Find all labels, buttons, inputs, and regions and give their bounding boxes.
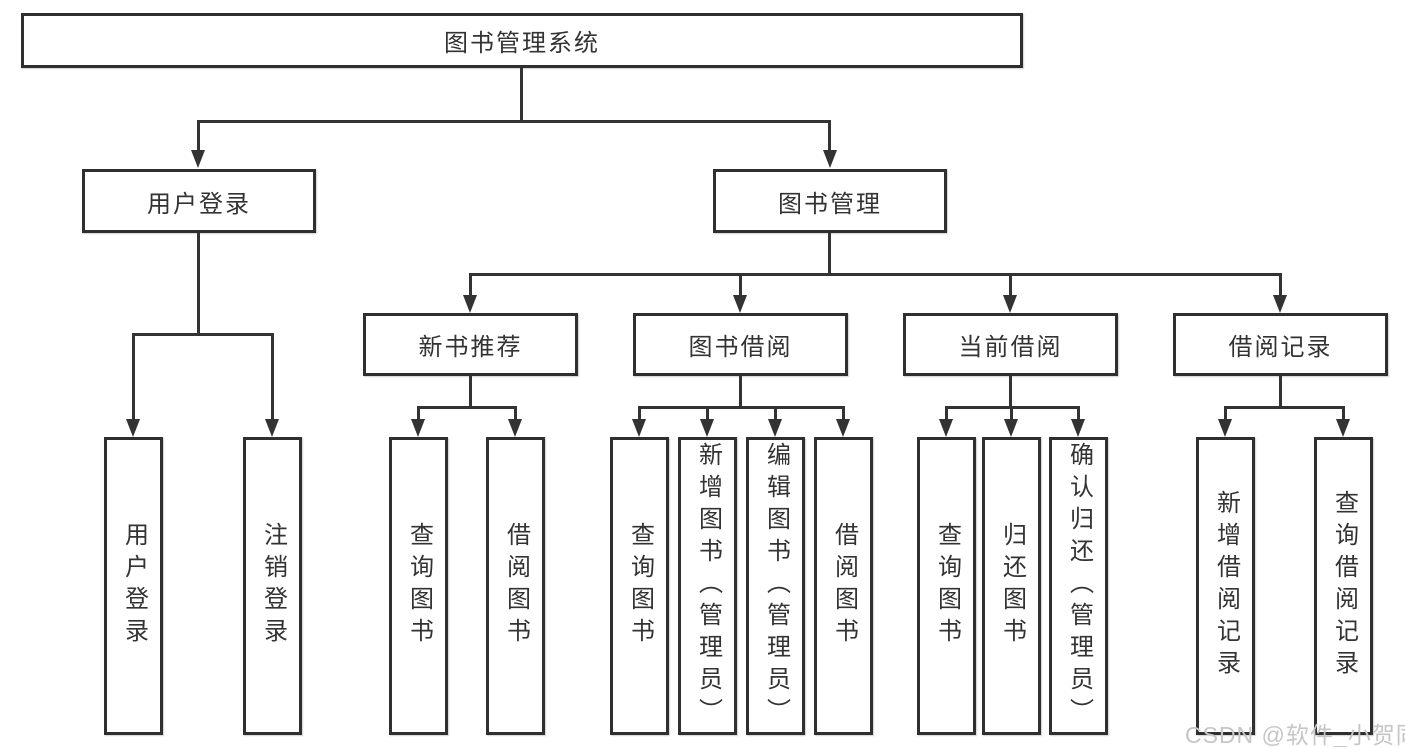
leaf-logout-label: 注销登录 bbox=[259, 522, 287, 650]
leaf-user-login-label: 用户登录 bbox=[120, 522, 148, 650]
arrow-down-icon bbox=[463, 295, 477, 313]
leaf-query-book-current: 查询图书 bbox=[917, 437, 976, 735]
leaf-add-book-admin: 新增图书（管理员） bbox=[678, 437, 737, 735]
leaf-add-book-admin-label: 新增图书（管理员） bbox=[694, 442, 722, 730]
leaf-borrow-book-label: 借阅图书 bbox=[830, 522, 858, 650]
connector-leaf-drop bbox=[774, 406, 777, 419]
connector-to-current-borrow bbox=[1009, 273, 1012, 295]
leaf-confirm-return-admin-label: 确认归还（管理员） bbox=[1065, 442, 1093, 730]
connector-leaf-drop bbox=[842, 406, 845, 419]
arrow-down-icon bbox=[508, 419, 522, 437]
node-current-borrow: 当前借阅 bbox=[903, 313, 1118, 376]
connector-user-login-rail bbox=[132, 333, 274, 336]
arrow-down-icon bbox=[411, 419, 425, 437]
connector-leaf-drop bbox=[945, 406, 948, 419]
arrow-down-icon bbox=[1004, 419, 1018, 437]
leaf-query-book-borrow: 查询图书 bbox=[610, 437, 669, 735]
node-new-book-recommend-label: 新书推荐 bbox=[418, 334, 523, 361]
arrow-down-icon bbox=[823, 150, 837, 168]
leaf-return-book-label: 归还图书 bbox=[998, 522, 1026, 650]
connector-leaf-drop bbox=[1077, 406, 1080, 419]
arrow-down-icon bbox=[126, 419, 140, 437]
arrow-down-icon bbox=[939, 419, 953, 437]
arrow-down-icon bbox=[836, 419, 850, 437]
arrow-down-icon bbox=[1273, 295, 1287, 313]
leaf-add-borrow-record: 新增借阅记录 bbox=[1196, 437, 1255, 735]
leaf-query-borrow-record-label: 查询借阅记录 bbox=[1330, 490, 1358, 682]
connector-new-book-rail bbox=[417, 406, 517, 409]
connector-to-book-management bbox=[828, 120, 831, 151]
leaf-query-book-recommend: 查询图书 bbox=[389, 437, 448, 735]
csdn-watermark: CSDN @软件_小贺同学 bbox=[1185, 722, 1405, 747]
leaf-borrow-book-recommend-label: 借阅图书 bbox=[502, 522, 530, 650]
connector-book-borrow-drop bbox=[739, 376, 742, 409]
connector-root-drop bbox=[520, 68, 523, 123]
leaf-logout: 注销登录 bbox=[243, 437, 302, 735]
connector-borrow-record-drop bbox=[1279, 376, 1282, 409]
connector-root-rail bbox=[197, 120, 831, 123]
node-book-management: 图书管理 bbox=[713, 169, 947, 233]
connector-new-book-drop bbox=[469, 376, 472, 409]
arrow-down-icon bbox=[1003, 295, 1017, 313]
connector-leaf-drop bbox=[417, 406, 420, 419]
leaf-query-book-recommend-label: 查询图书 bbox=[405, 522, 433, 650]
connector-current-borrow-drop bbox=[1009, 376, 1012, 409]
node-user-login: 用户登录 bbox=[82, 169, 316, 233]
connector-to-book-borrow bbox=[739, 273, 742, 295]
node-root: 图书管理系统 bbox=[21, 13, 1023, 68]
connector-leaf-drop bbox=[706, 406, 709, 419]
arrow-down-icon bbox=[191, 150, 205, 168]
leaf-edit-book-admin-label: 编辑图书（管理员） bbox=[762, 442, 790, 730]
connector-leaf-drop bbox=[514, 406, 517, 419]
connector-leaf-drop bbox=[1342, 406, 1345, 419]
connector-book-management-drop bbox=[828, 233, 831, 276]
leaf-borrow-book: 借阅图书 bbox=[814, 437, 873, 735]
arrow-down-icon bbox=[632, 419, 646, 437]
connector-borrow-record-rail bbox=[1224, 406, 1344, 409]
node-borrow-record-label: 借阅记录 bbox=[1228, 334, 1333, 361]
node-book-borrow-label: 图书借阅 bbox=[688, 334, 793, 361]
node-user-login-label: 用户登录 bbox=[147, 190, 251, 218]
arrow-down-icon bbox=[768, 419, 782, 437]
leaf-query-borrow-record: 查询借阅记录 bbox=[1314, 437, 1373, 735]
node-current-borrow-label: 当前借阅 bbox=[958, 334, 1063, 361]
leaf-return-book: 归还图书 bbox=[982, 437, 1041, 735]
leaf-borrow-book-recommend: 借阅图书 bbox=[486, 437, 545, 735]
leaf-confirm-return-admin: 确认归还（管理员） bbox=[1049, 437, 1108, 735]
connector-book-borrow-rail bbox=[638, 406, 845, 409]
arrow-down-icon bbox=[700, 419, 714, 437]
connector-user-login-drop bbox=[197, 233, 200, 336]
connector-book-management-rail bbox=[469, 273, 1282, 276]
leaf-user-login: 用户登录 bbox=[104, 437, 163, 735]
connector-to-leaf-user-login bbox=[132, 333, 135, 419]
arrow-down-icon bbox=[1218, 419, 1232, 437]
node-root-label: 图书管理系统 bbox=[444, 30, 600, 57]
connector-leaf-drop bbox=[1010, 406, 1013, 419]
node-new-book-recommend: 新书推荐 bbox=[363, 313, 578, 376]
connector-to-leaf-logout bbox=[271, 333, 274, 419]
connector-leaf-drop bbox=[638, 406, 641, 419]
leaf-query-book-current-label: 查询图书 bbox=[933, 522, 961, 650]
node-book-management-label: 图书管理 bbox=[778, 190, 882, 218]
connector-to-new-book bbox=[469, 273, 472, 295]
arrow-down-icon bbox=[265, 419, 279, 437]
arrow-down-icon bbox=[1071, 419, 1085, 437]
connector-to-borrow-record bbox=[1279, 273, 1282, 295]
connector-to-user-login bbox=[197, 120, 200, 151]
leaf-edit-book-admin: 编辑图书（管理员） bbox=[746, 437, 805, 735]
node-book-borrow: 图书借阅 bbox=[633, 313, 848, 376]
node-borrow-record: 借阅记录 bbox=[1173, 313, 1388, 376]
connector-leaf-drop bbox=[1224, 406, 1227, 419]
leaf-add-borrow-record-label: 新增借阅记录 bbox=[1212, 490, 1240, 682]
arrow-down-icon bbox=[1336, 419, 1350, 437]
leaf-query-book-borrow-label: 查询图书 bbox=[626, 522, 654, 650]
arrow-down-icon bbox=[733, 295, 747, 313]
